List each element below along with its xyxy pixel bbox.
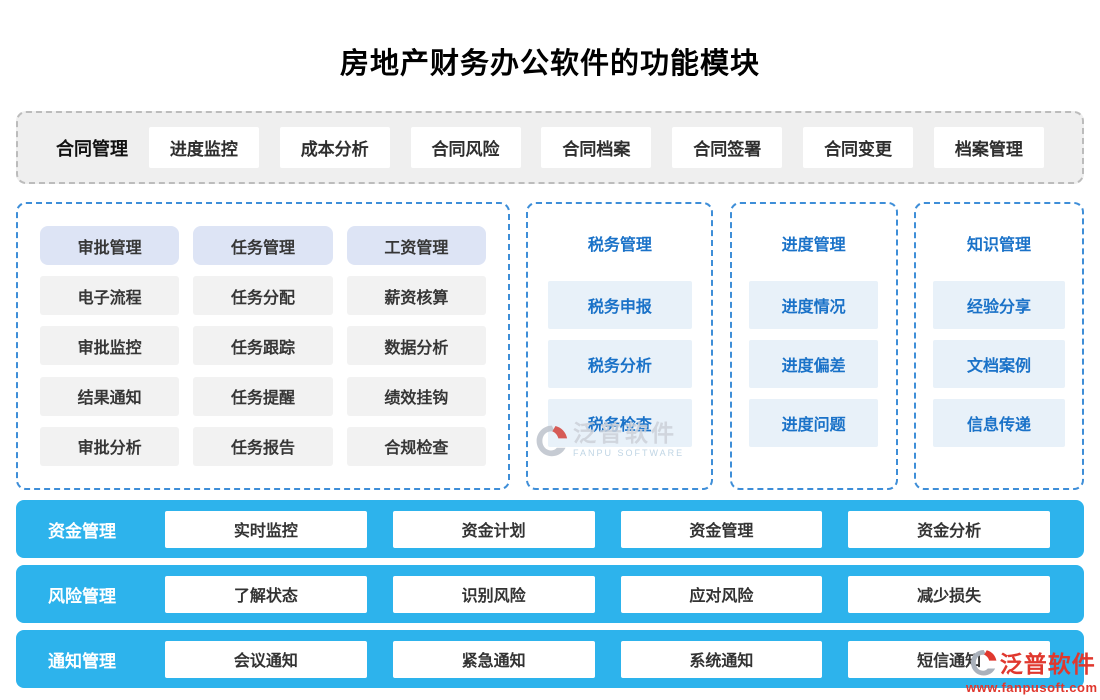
- middle-panels: 审批管理 任务管理 工资管理 电子流程 任务分配 薪资核算 审批监控 任务跟踪 …: [16, 202, 1084, 490]
- module-header: 工资管理: [346, 226, 486, 265]
- module-header: 审批管理: [40, 226, 180, 265]
- funds-management-band: 资金管理 实时监控 资金计划 资金管理 资金分析: [16, 500, 1084, 558]
- contract-row-item: 进度监控: [148, 127, 259, 168]
- band-items: 会议通知 紧急通知 系统通知 短信通知: [165, 640, 1050, 678]
- contract-row-item: 成本分析: [279, 127, 390, 168]
- panel-item: 税务检查: [547, 399, 693, 447]
- panel-item: 经验分享: [933, 281, 1065, 329]
- contract-management-row: 合同管理 进度监控 成本分析 合同风险 合同档案 合同签署 合同变更 档案管理: [16, 111, 1084, 184]
- band-item: 减少损失: [848, 575, 1050, 613]
- panel-item: 进度偏差: [748, 340, 879, 388]
- band-item: 资金管理: [620, 510, 823, 548]
- notification-management-band: 通知管理 会议通知 紧急通知 系统通知 短信通知: [16, 630, 1084, 688]
- panel-item: 税务分析: [547, 340, 693, 388]
- band-item: 了解状态: [165, 575, 367, 613]
- module-item: 任务报告: [193, 426, 333, 466]
- module-item: 任务提醒: [193, 376, 333, 416]
- risk-management-band: 风险管理 了解状态 识别风险 应对风险 减少损失: [16, 565, 1084, 623]
- panel-title: 知识管理: [966, 237, 1031, 254]
- module-item: 绩效挂钩: [346, 376, 486, 416]
- contract-row-item: 档案管理: [933, 127, 1044, 168]
- contract-row-label: 合同管理: [56, 138, 128, 159]
- module-item: 审批分析: [40, 426, 180, 466]
- panel-item: 文档案例: [933, 340, 1065, 388]
- contract-row-item: 合同签署: [672, 127, 783, 168]
- band-item: 应对风险: [620, 575, 823, 613]
- band-items: 实时监控 资金计划 资金管理 资金分析: [165, 510, 1050, 548]
- band-item: 资金计划: [392, 510, 595, 548]
- band-item: 实时监控: [165, 510, 367, 548]
- band-label: 通知管理: [48, 651, 116, 671]
- band-item: 识别风险: [392, 575, 595, 613]
- panel-title: 进度管理: [781, 237, 846, 254]
- module-item: 合规检查: [346, 426, 486, 466]
- panel-item: 税务申报: [547, 281, 693, 329]
- module-item: 电子流程: [40, 276, 180, 316]
- band-item: 系统通知: [620, 640, 823, 678]
- module-item: 审批监控: [40, 326, 180, 366]
- module-item: 任务跟踪: [193, 326, 333, 366]
- band-label: 资金管理: [48, 521, 116, 541]
- contract-row-item: 合同风险: [410, 127, 521, 168]
- contract-row-item: 合同档案: [541, 127, 652, 168]
- panel-title: 税务管理: [587, 237, 652, 254]
- tax-management-panel: 税务管理 税务申报 税务分析 税务检查: [526, 202, 714, 490]
- panel-item: 进度问题: [748, 399, 879, 447]
- band-item: 会议通知: [165, 640, 367, 678]
- panel-item: 信息传递: [933, 399, 1065, 447]
- progress-management-panel: 进度管理 进度情况 进度偏差 进度问题: [729, 202, 898, 490]
- band-items: 了解状态 识别风险 应对风险 减少损失: [165, 575, 1050, 613]
- band-item: 短信通知: [848, 640, 1050, 678]
- band-item: 资金分析: [848, 510, 1050, 548]
- band-item: 紧急通知: [392, 640, 595, 678]
- module-item: 任务分配: [193, 276, 333, 316]
- module-item: 数据分析: [346, 326, 486, 366]
- band-label: 风险管理: [48, 586, 116, 606]
- module-item: 薪资核算: [346, 276, 486, 316]
- page-title: 房地产财务办公软件的功能模块: [339, 48, 760, 80]
- contract-row-item: 合同变更: [803, 127, 914, 168]
- approval-task-salary-panel: 审批管理 任务管理 工资管理 电子流程 任务分配 薪资核算 审批监控 任务跟踪 …: [16, 202, 510, 490]
- module-item: 结果通知: [40, 376, 180, 416]
- module-header: 任务管理: [193, 226, 333, 265]
- knowledge-management-panel: 知识管理 经验分享 文档案例 信息传递: [913, 202, 1084, 490]
- panel-item: 进度情况: [748, 281, 879, 329]
